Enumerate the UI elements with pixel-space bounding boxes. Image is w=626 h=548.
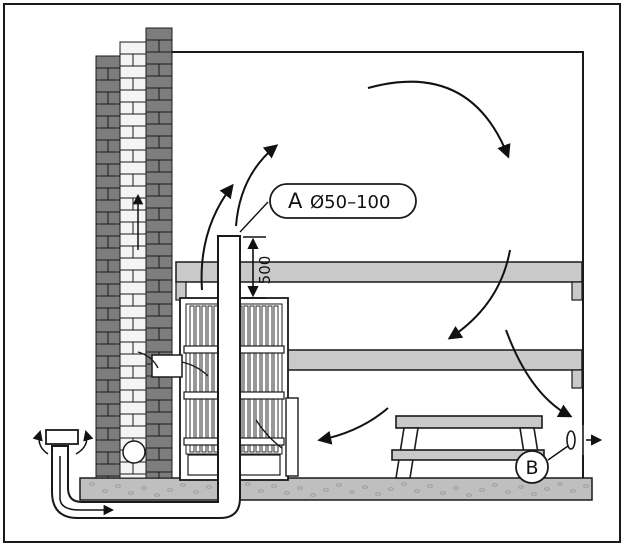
upper-bench — [175, 261, 583, 301]
airflow-arrow-ceiling — [367, 80, 511, 159]
airflow-arrow-heater — [200, 183, 234, 291]
sauna-room-walls — [172, 51, 584, 480]
height-label: 500 — [256, 256, 274, 285]
airflow-arrow-rising — [235, 144, 279, 227]
callout-a-diameter: Ø50–100 — [310, 192, 390, 213]
callout-b: B — [515, 445, 569, 484]
brick-chimney — [95, 27, 173, 479]
airflow-arrow-upper — [447, 249, 511, 340]
callout-a: A Ø50–100 — [239, 183, 417, 233]
airflow-arrow-cap-right — [75, 429, 94, 455]
airflow-arrow-lower — [505, 329, 573, 418]
callout-b-letter: B — [525, 457, 538, 479]
air-inlet-duct — [51, 235, 241, 519]
floor-slab — [79, 477, 593, 501]
airflow-arrow-duct — [59, 456, 115, 516]
airflow-arrows — [32, 80, 573, 516]
exhaust-valve — [566, 425, 603, 455]
inlet-cap — [45, 429, 79, 445]
flue-connector — [137, 351, 209, 378]
airflow-arrow-cap-left — [32, 429, 49, 455]
height-dimension — [243, 236, 266, 299]
callout-a-letter: A — [288, 189, 303, 213]
airflow-arrow-floor — [317, 407, 389, 445]
